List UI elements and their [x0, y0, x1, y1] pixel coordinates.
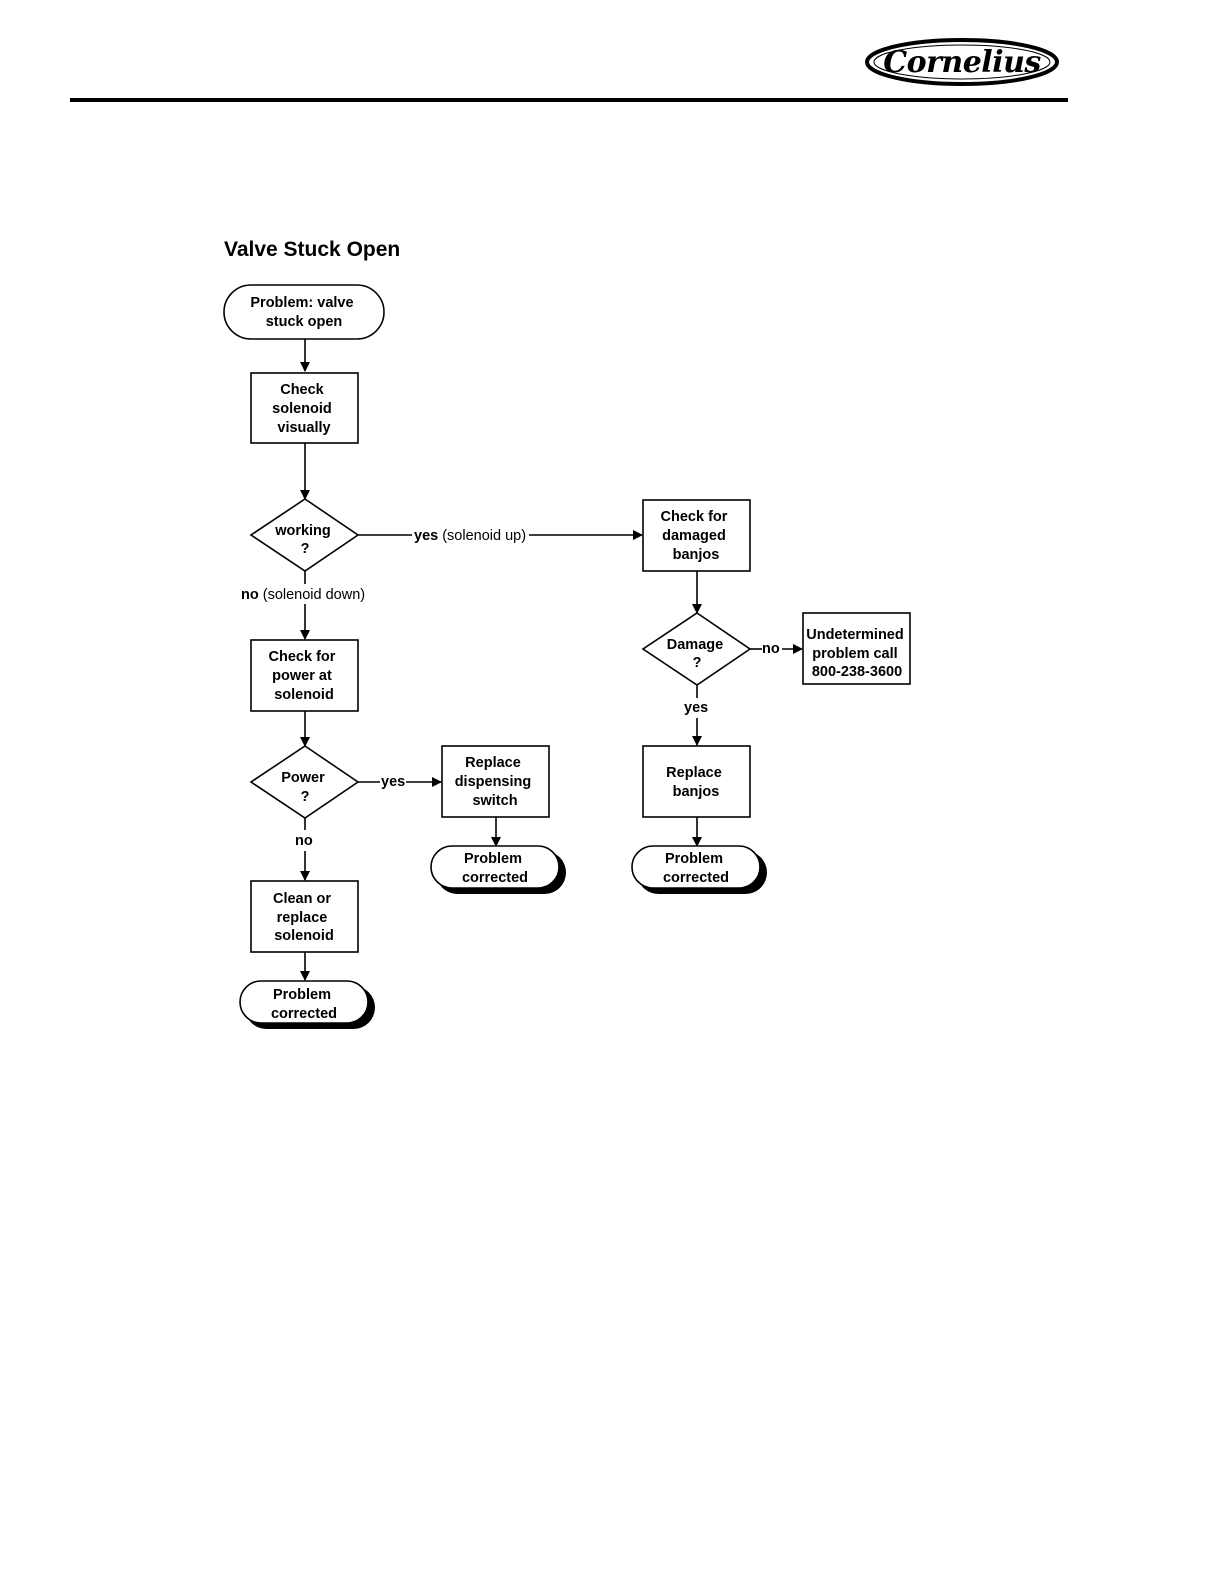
node-undetermined-shape	[802, 612, 911, 685]
node-replace-banjos: Replace banjos	[666, 765, 726, 800]
edge-label-working-no: no (solenoid down)	[241, 587, 365, 603]
node-corrected-banjos: Problem corrected	[663, 851, 729, 886]
node-check-visual-shape	[250, 372, 359, 444]
node-clean-solenoid-shape	[250, 880, 359, 953]
node-corrected-solenoid: Problem corrected	[271, 987, 337, 1022]
edge-label-power-yes: yes	[381, 774, 405, 790]
node-corrected-solenoid-shape	[239, 980, 369, 1024]
node-working-shape	[249, 498, 360, 572]
node-check-visual: Check solenoid visually	[272, 382, 336, 436]
node-power: Power ?	[281, 770, 329, 805]
node-replace-banjos-shape	[642, 745, 751, 818]
node-damage: Damage ?	[667, 637, 727, 671]
header-rule	[70, 98, 1068, 102]
edge-label-damage-no: no	[762, 641, 780, 657]
node-replace-switch-shape	[441, 745, 550, 818]
node-check-power-shape	[250, 639, 359, 712]
cornelius-logo: Cornelius	[862, 34, 1062, 90]
node-corrected-banjos-shape	[631, 845, 761, 889]
edge-label-working-yes: yes (solenoid up)	[414, 528, 526, 544]
node-undetermined: Undetermined problem call 800-238-3600	[806, 627, 908, 680]
logo-text: Cornelius	[883, 44, 1041, 80]
node-corrected-switch-shape	[430, 845, 560, 889]
logo-ellipse-icon	[865, 38, 1059, 86]
diagram-title: Valve Stuck Open	[224, 238, 401, 261]
node-clean-solenoid: Clean or replace solenoid	[273, 891, 335, 944]
node-check-banjos: Check for damaged banjos	[661, 509, 732, 563]
node-check-banjos-shape	[642, 499, 751, 572]
node-start-shape	[223, 284, 385, 340]
node-replace-switch: Replace dispensing switch	[455, 755, 536, 809]
node-damage-shape	[641, 612, 752, 686]
edge-label-damage-yes: yes	[684, 700, 708, 716]
edge-label-power-no: no	[295, 833, 313, 849]
node-working: working ?	[274, 523, 335, 557]
node-power-shape	[249, 745, 360, 819]
node-check-power: Check for power at solenoid	[269, 649, 340, 703]
node-corrected-switch: Problem corrected	[462, 851, 528, 886]
node-start: Problem: valve stuck open	[250, 295, 357, 330]
